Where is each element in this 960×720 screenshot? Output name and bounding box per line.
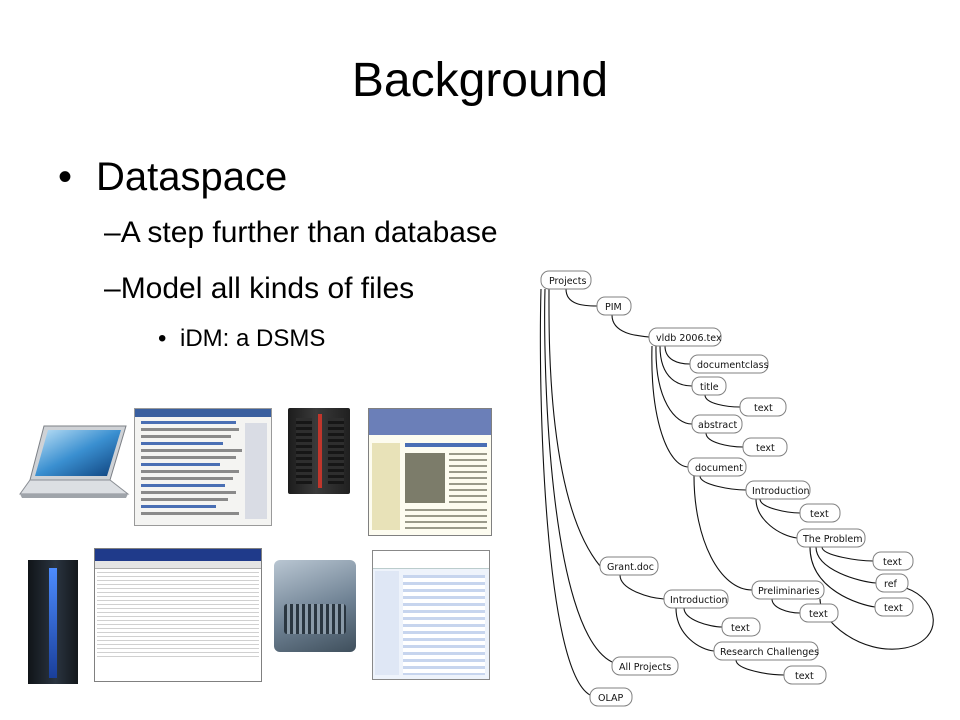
node-introduction-label: Introduction — [752, 486, 810, 497]
node-projects: Projects — [540, 270, 592, 290]
node-abstract-text-label: text — [756, 443, 775, 454]
node-problem-text2-label: text — [884, 603, 903, 614]
node-research: Research Challenges — [713, 641, 819, 661]
bullet-model-files-text: Model all kinds of files — [120, 272, 415, 305]
node-grant-label: Grant.doc — [607, 562, 654, 573]
node-research-label: Research Challenges — [720, 647, 819, 658]
rack-server-image — [274, 560, 356, 652]
email-client-image — [372, 550, 490, 680]
slide-title: Background — [351, 54, 609, 107]
node-prelim-text-label: text — [809, 609, 828, 620]
node-title-text: text — [739, 397, 787, 417]
tower-pc-image — [28, 560, 78, 684]
bullet-dataspace-text: Dataspace — [96, 155, 288, 199]
bullet-idm-text: iDM: a DSMS — [180, 325, 326, 352]
node-title-label: title — [700, 382, 719, 393]
node-preliminaries-label: Preliminaries — [758, 586, 820, 597]
node-introduction: Introduction — [745, 480, 811, 500]
edge-preliminaries-text — [771, 598, 801, 614]
bullet-idm: • iDM: a DSMS — [158, 324, 325, 354]
edge-grantintro-research — [675, 607, 715, 652]
node-grant-intro: Introduction — [663, 589, 729, 609]
bullet-dash: – — [104, 272, 121, 305]
node-problem: The Problem — [796, 528, 866, 548]
edge-problem-text1 — [821, 546, 874, 562]
node-documentclass: documentclass — [689, 354, 769, 374]
edge-problem-text2 — [809, 546, 876, 608]
node-vldb: vldb 2006.tex — [648, 327, 722, 347]
node-document-label: document — [695, 463, 743, 474]
node-abstract-text: text — [742, 437, 788, 457]
laptop-image — [18, 422, 130, 504]
node-problem-text2: text — [874, 597, 914, 617]
w3c-webpage-image — [368, 408, 492, 536]
node-problem-ref: ref — [875, 573, 909, 593]
node-prelim-text: text — [799, 603, 839, 623]
edge-document-introduction — [699, 475, 747, 491]
edge-vldb-abstract — [655, 345, 693, 425]
edge-vldb-documentclass — [664, 345, 691, 365]
node-problem-text1-label: text — [883, 557, 902, 568]
node-title-text-label: text — [754, 403, 773, 414]
bullet-step-further-text: A step further than database — [120, 216, 498, 249]
edge-grantintro-text — [683, 607, 723, 628]
bullet-step-further: –A step further than database — [104, 214, 498, 252]
edge-projects-pim — [565, 288, 598, 307]
node-all-projects: All Projects — [611, 656, 679, 676]
node-research-text-label: text — [795, 671, 814, 682]
node-intro-text: text — [799, 503, 841, 523]
node-preliminaries: Preliminaries — [751, 580, 825, 600]
edge-title-text — [704, 394, 741, 408]
node-projects-label: Projects — [549, 276, 587, 287]
node-document: document — [687, 457, 747, 477]
node-grant: Grant.doc — [599, 556, 659, 576]
node-grant-intro-label: Introduction — [670, 595, 728, 606]
node-documentclass-label: documentclass — [697, 360, 769, 371]
webpage-screenshot-image — [134, 408, 272, 526]
mainframe-server-image — [288, 408, 350, 494]
bullet-dataspace: • Dataspace — [58, 152, 287, 202]
node-all-projects-label: All Projects — [619, 662, 671, 673]
node-title: title — [691, 376, 727, 396]
bullet-dot: • — [158, 325, 167, 352]
edge-problem-ref — [815, 546, 877, 584]
edge-vldb-document — [651, 345, 689, 468]
edge-grant-introduction — [619, 574, 665, 600]
node-vldb-label: vldb 2006.tex — [656, 333, 722, 344]
edge-projects-grant — [548, 288, 601, 567]
node-problem-ref-label: ref — [884, 579, 898, 590]
edge-projects-olap — [539, 288, 591, 696]
edge-introduction-text — [759, 498, 801, 514]
node-olap: OLAP — [589, 687, 633, 707]
node-abstract: abstract — [691, 414, 743, 434]
spreadsheet-image — [94, 548, 262, 682]
edge-introduction-problem — [755, 498, 798, 539]
node-olap-label: OLAP — [598, 693, 623, 704]
node-problem-text1: text — [872, 551, 914, 571]
bullet-dash: – — [104, 216, 121, 249]
node-grant-intro-text-label: text — [731, 623, 750, 634]
edge-vldb-title — [659, 345, 693, 387]
node-pim: PIM — [596, 296, 632, 316]
edge-abstract-text — [705, 432, 744, 448]
node-problem-label: The Problem — [802, 534, 863, 545]
edge-document-preliminaries — [693, 475, 753, 591]
edge-projects-allprojects — [544, 288, 613, 663]
node-intro-text-label: text — [810, 509, 829, 520]
edge-research-text — [735, 659, 785, 676]
node-research-text: text — [783, 665, 827, 685]
bullet-model-files: –Model all kinds of files — [104, 270, 414, 308]
edge-pim-vldb — [611, 314, 650, 338]
node-pim-label: PIM — [605, 302, 622, 313]
node-grant-intro-text: text — [721, 617, 761, 637]
bullet-dot: • — [58, 155, 73, 199]
node-abstract-label: abstract — [698, 420, 737, 431]
